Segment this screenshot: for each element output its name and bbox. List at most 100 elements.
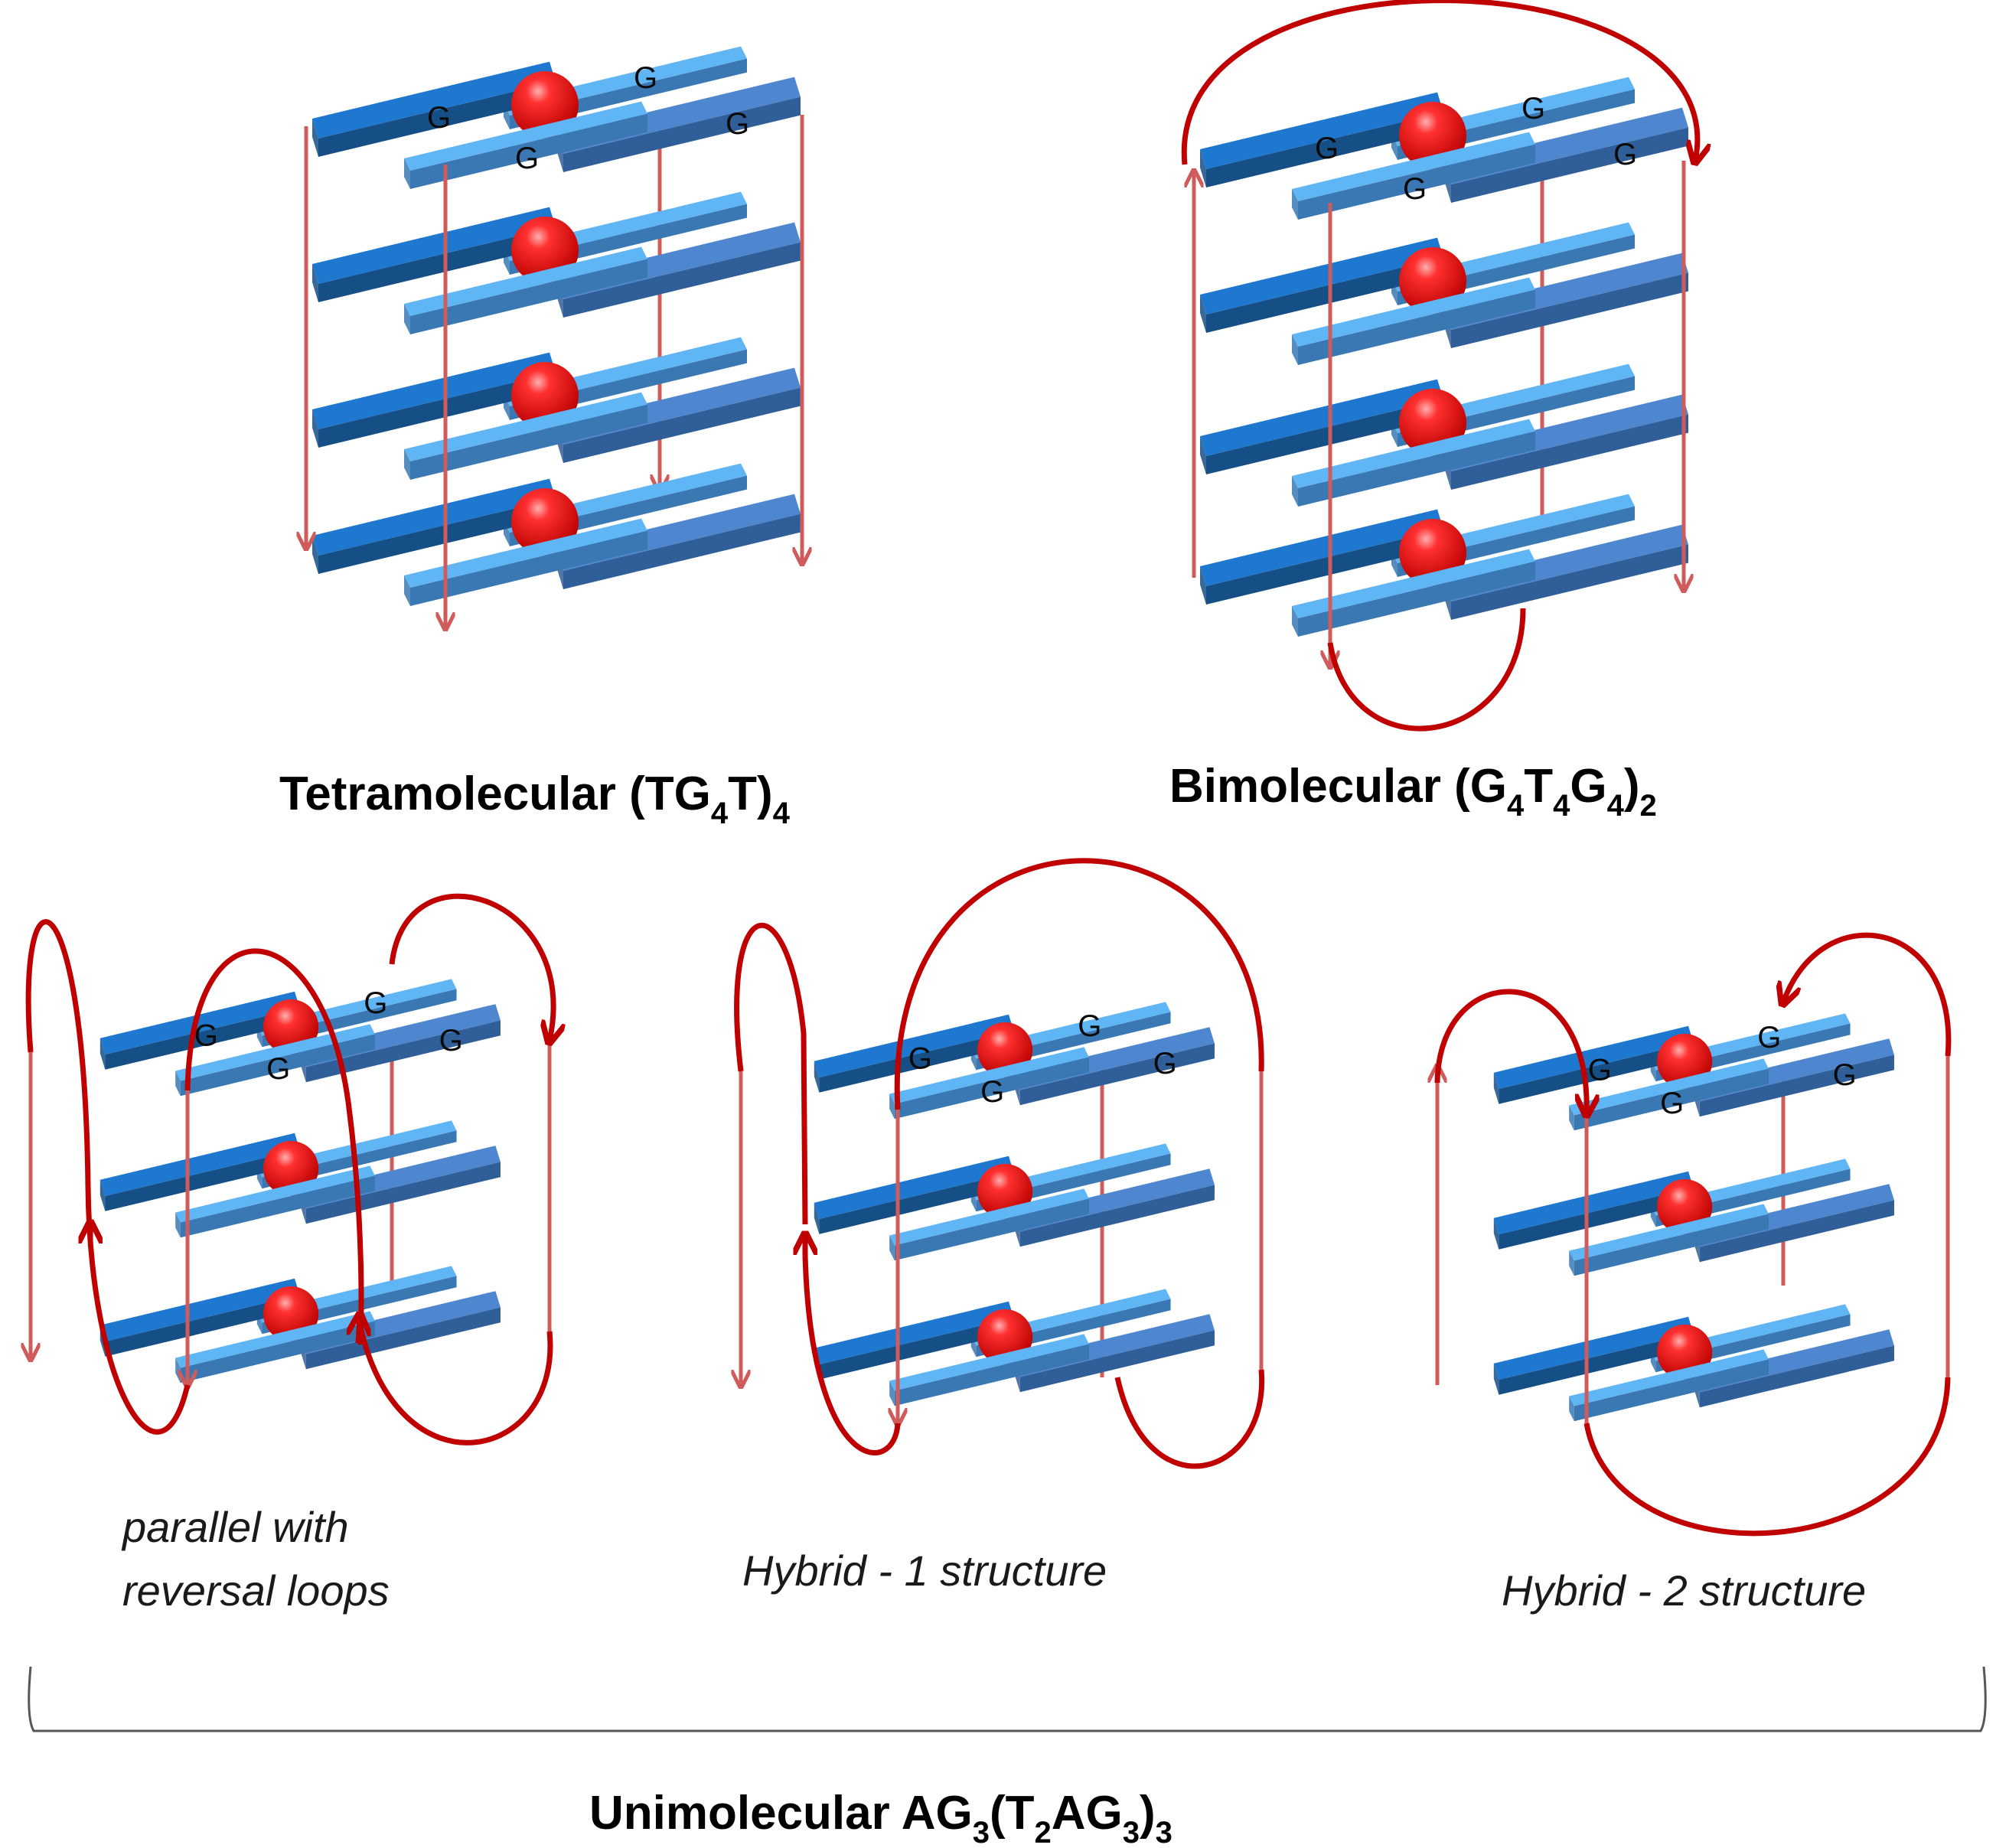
- unimolecular-title: Unimolecular AG3(T2AG3)3: [589, 1787, 1172, 1848]
- guanine-label: G: [1757, 1021, 1781, 1054]
- guanine-plate-front-front: [410, 530, 647, 606]
- guanine-label: G: [634, 61, 657, 95]
- guanine-plate-front: [1292, 132, 1535, 220]
- guanine-plate-front-front: [894, 1344, 1089, 1406]
- reversal-loop-left: [25, 919, 191, 1435]
- guanine-plate-left-front: [1206, 112, 1443, 187]
- guanine-plate-left: [1200, 379, 1443, 474]
- guanine-plate-right-front: [563, 96, 801, 172]
- guanine-plate-front-end: [175, 1071, 181, 1097]
- guanine-plate-right-front: [305, 1307, 501, 1370]
- guanine-plate-left-end: [1493, 1072, 1499, 1104]
- guanine-plate-front-front: [410, 404, 647, 480]
- hybrid-2-caption: Hybrid - 2 structure: [1502, 1566, 1866, 1615]
- guanine-plate-front-front: [894, 1057, 1089, 1120]
- guanine-plate-front-top: [1292, 277, 1535, 347]
- guanine-plate-left-front: [819, 1318, 1014, 1380]
- g-tetrad-2: [1493, 1304, 1894, 1422]
- guanine-plate-front-top: [404, 246, 647, 316]
- guanine-plate-front-top: [1292, 549, 1535, 618]
- guanine-plate-front-end: [404, 575, 410, 606]
- guanine-plate-left: [1493, 1171, 1694, 1250]
- guanine-plate-left-top: [312, 207, 556, 284]
- guanine-label: G: [515, 142, 539, 175]
- guanine-plate-front: [1292, 277, 1535, 365]
- guanine-plate-left-end: [312, 409, 318, 448]
- guanine-plate-left-end: [312, 264, 318, 302]
- hybrid1-left-lower: [802, 1254, 901, 1455]
- guanine-label: G: [1613, 138, 1637, 171]
- bottom-loop: [1327, 608, 1526, 732]
- guanine-plate-front-front: [180, 1034, 375, 1097]
- guanine-plate-left: [814, 1014, 1014, 1093]
- guanine-plate-front: [1569, 1204, 1769, 1276]
- guanine-plate-front-front: [410, 259, 647, 334]
- guanine-plate-left-top: [1200, 509, 1443, 586]
- guanine-label: G: [427, 101, 451, 135]
- guanine-plate-front-end: [889, 1235, 895, 1261]
- hybrid2-bottom-loop: [1583, 1377, 1951, 1537]
- guanine-plate-front-top: [175, 1165, 375, 1223]
- guanine-plate-left: [1200, 509, 1443, 605]
- parallel-caption-line2: reversal loops: [122, 1566, 390, 1615]
- guanine-plate-left-end: [1200, 436, 1206, 474]
- bimolecular-title: Bimolecular (G4T4G4)2: [1169, 760, 1657, 823]
- guanine-plate-front: [1292, 549, 1535, 637]
- g-tetrad-1: [1493, 1159, 1894, 1276]
- guanine-plate-front: [404, 246, 647, 334]
- guanine-plate-front-top: [404, 518, 647, 588]
- guanine-label: G: [1153, 1047, 1177, 1080]
- guanine-plate-front-top: [175, 1024, 375, 1081]
- guanine-plate-left-front: [1206, 529, 1443, 605]
- guanine-plate-front: [889, 1188, 1089, 1261]
- guanine-plate-left-front: [318, 498, 556, 574]
- guanine-plate-left-top: [814, 1301, 1014, 1365]
- guanine-plate-front-top: [889, 1188, 1089, 1246]
- guanine-label: G: [1078, 1009, 1101, 1043]
- reversal-loop-bottom-right: [357, 1323, 553, 1445]
- guanine-plate-left: [1493, 1025, 1694, 1104]
- hybrid2-top-right-loop: [1783, 932, 1952, 1057]
- guanine-plate-front-end: [1569, 1250, 1574, 1276]
- guanine-plate-front-end: [1569, 1396, 1574, 1422]
- guanine-plate-front-top: [404, 101, 647, 171]
- guanine-plate-right-front: [305, 1020, 501, 1083]
- guanine-plate-left-end: [1200, 295, 1206, 333]
- guanine-plate-front-end: [889, 1380, 895, 1406]
- guanine-plate-right-front: [1451, 272, 1688, 348]
- guanine-plate-right-front: [1699, 1200, 1894, 1263]
- g-tetrad-1: [814, 1143, 1215, 1261]
- guanine-plate-front: [175, 1024, 375, 1097]
- guanine-plate-left-front: [318, 372, 556, 448]
- hybrid1-left-loop: [734, 922, 808, 1225]
- guanine-plate-left-front: [819, 1172, 1014, 1234]
- guanine-plate-right-front: [1019, 1330, 1215, 1393]
- guanine-label: G: [266, 1052, 290, 1086]
- guanine-plate-front-end: [1569, 1105, 1574, 1131]
- reversal-loop-top-right: [389, 893, 553, 1041]
- guanine-label: G: [1833, 1058, 1857, 1092]
- guanine-plate-left-top: [312, 61, 556, 139]
- guanine-plate-front-front: [180, 1175, 375, 1238]
- guanine-plate-left-front: [1206, 399, 1443, 474]
- guanine-plate-left-end: [99, 1179, 106, 1211]
- guanine-plate-left-front: [318, 227, 556, 302]
- guanine-plate-front-top: [889, 1334, 1089, 1391]
- guanine-plate-front-front: [180, 1321, 375, 1384]
- g-tetrad-2: [99, 1266, 501, 1384]
- guanine-label: G: [194, 1019, 218, 1053]
- guanine-label: G: [980, 1075, 1004, 1109]
- guanine-plate-front-end: [175, 1212, 181, 1238]
- guanine-plate-front: [404, 101, 647, 189]
- guanine-plate-front-front: [1574, 1214, 1769, 1276]
- guanine-plate-right-front: [563, 387, 801, 463]
- guanine-plate-front-top: [404, 392, 647, 461]
- unimolecular-bracket: [28, 1666, 1987, 1732]
- guanine-plate-front-end: [1292, 606, 1298, 637]
- tetramolecular-title: Tetramolecular (TG4T)4: [279, 768, 791, 830]
- guanine-plate-left-end: [1493, 1217, 1499, 1250]
- guanine-plate-left-end: [1200, 566, 1206, 605]
